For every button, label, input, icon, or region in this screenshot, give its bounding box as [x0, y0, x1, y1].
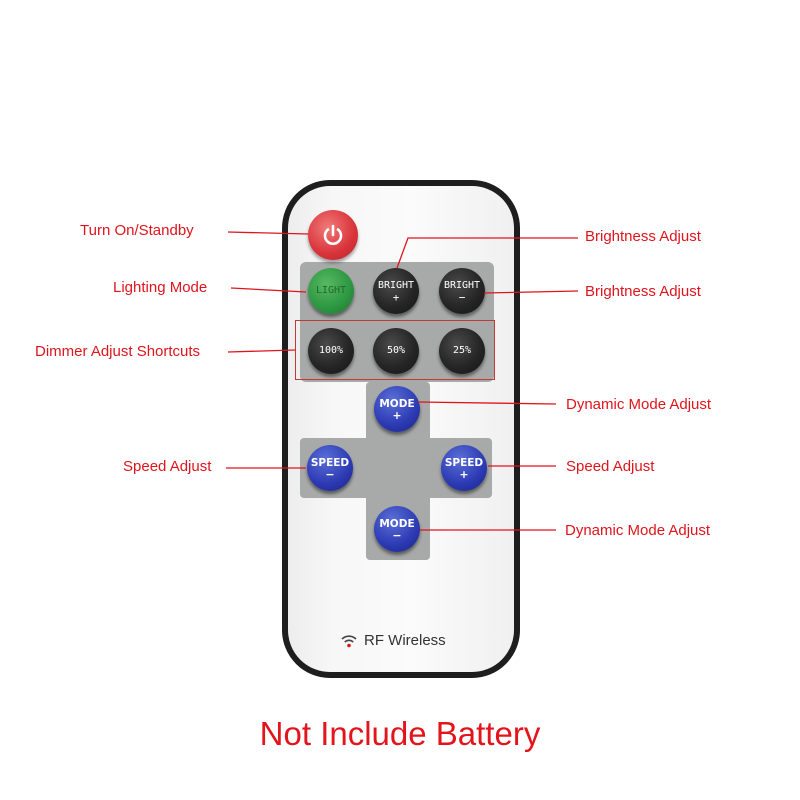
mode-minus-sign: −	[392, 528, 402, 542]
label-lighting-mode: Lighting Mode	[113, 279, 208, 296]
speed-plus-button[interactable]: SPEED +	[441, 445, 487, 491]
label-brightness-top: Brightness Adjust	[585, 228, 701, 245]
speed-plus-sign: +	[459, 467, 469, 481]
dim-50-button[interactable]: 50%	[373, 328, 419, 374]
bright-minus-sign: −	[458, 290, 466, 304]
line-dynamic-top	[417, 401, 557, 405]
line-brightness-top	[396, 237, 578, 269]
bright-plus-label: BRIGHT	[377, 279, 415, 291]
footer-note: Not Include Battery	[259, 715, 541, 752]
dim-25-button[interactable]: 25%	[439, 328, 485, 374]
line-dimmer	[227, 349, 296, 353]
label-dynamic-top: Dynamic Mode Adjust	[566, 396, 712, 413]
bright-plus-sign: +	[392, 290, 400, 304]
label-dimmer-shortcuts: Dimmer Adjust Shortcuts	[35, 343, 201, 360]
line-brightness-bottom	[483, 290, 579, 294]
mode-minus-label: MODE	[379, 517, 415, 530]
label-speed-right: Speed Adjust	[566, 458, 655, 475]
bright-plus-button[interactable]: BRIGHT +	[373, 268, 419, 314]
dim-100-label: 100%	[318, 345, 344, 356]
light-button-label: LIGHT	[315, 285, 347, 296]
wireless-icon	[341, 634, 357, 647]
label-brightness-bottom: Brightness Adjust	[585, 283, 701, 300]
speed-minus-sign: −	[325, 467, 335, 481]
power-icon	[323, 224, 343, 245]
brand-mark: RF Wireless	[340, 632, 446, 649]
label-dynamic-bottom: Dynamic Mode Adjust	[565, 522, 711, 539]
speed-plus-label: SPEED	[444, 456, 484, 469]
bright-minus-button[interactable]: BRIGHT −	[439, 268, 485, 314]
bright-minus-label: BRIGHT	[443, 279, 481, 291]
line-lighting-mode	[230, 287, 307, 293]
mode-minus-button[interactable]: MODE −	[374, 506, 420, 552]
mode-plus-label: MODE	[379, 397, 415, 410]
speed-minus-button[interactable]: SPEED −	[307, 445, 353, 491]
mode-plus-button[interactable]: MODE +	[374, 386, 420, 432]
line-turn-on	[227, 231, 309, 235]
dim-50-label: 50%	[386, 345, 406, 356]
dim-25-label: 25%	[452, 345, 472, 356]
dim-100-button[interactable]: 100%	[308, 328, 354, 374]
power-button[interactable]	[308, 210, 358, 260]
brand-text: RF Wireless	[364, 632, 446, 649]
mode-plus-sign: +	[392, 408, 402, 422]
light-button[interactable]: LIGHT	[308, 268, 354, 314]
speed-minus-label: SPEED	[310, 456, 350, 469]
label-speed-left: Speed Adjust	[123, 458, 212, 475]
dimmer-shortcuts-frame	[295, 320, 495, 380]
label-turn-on: Turn On/Standby	[80, 222, 194, 239]
